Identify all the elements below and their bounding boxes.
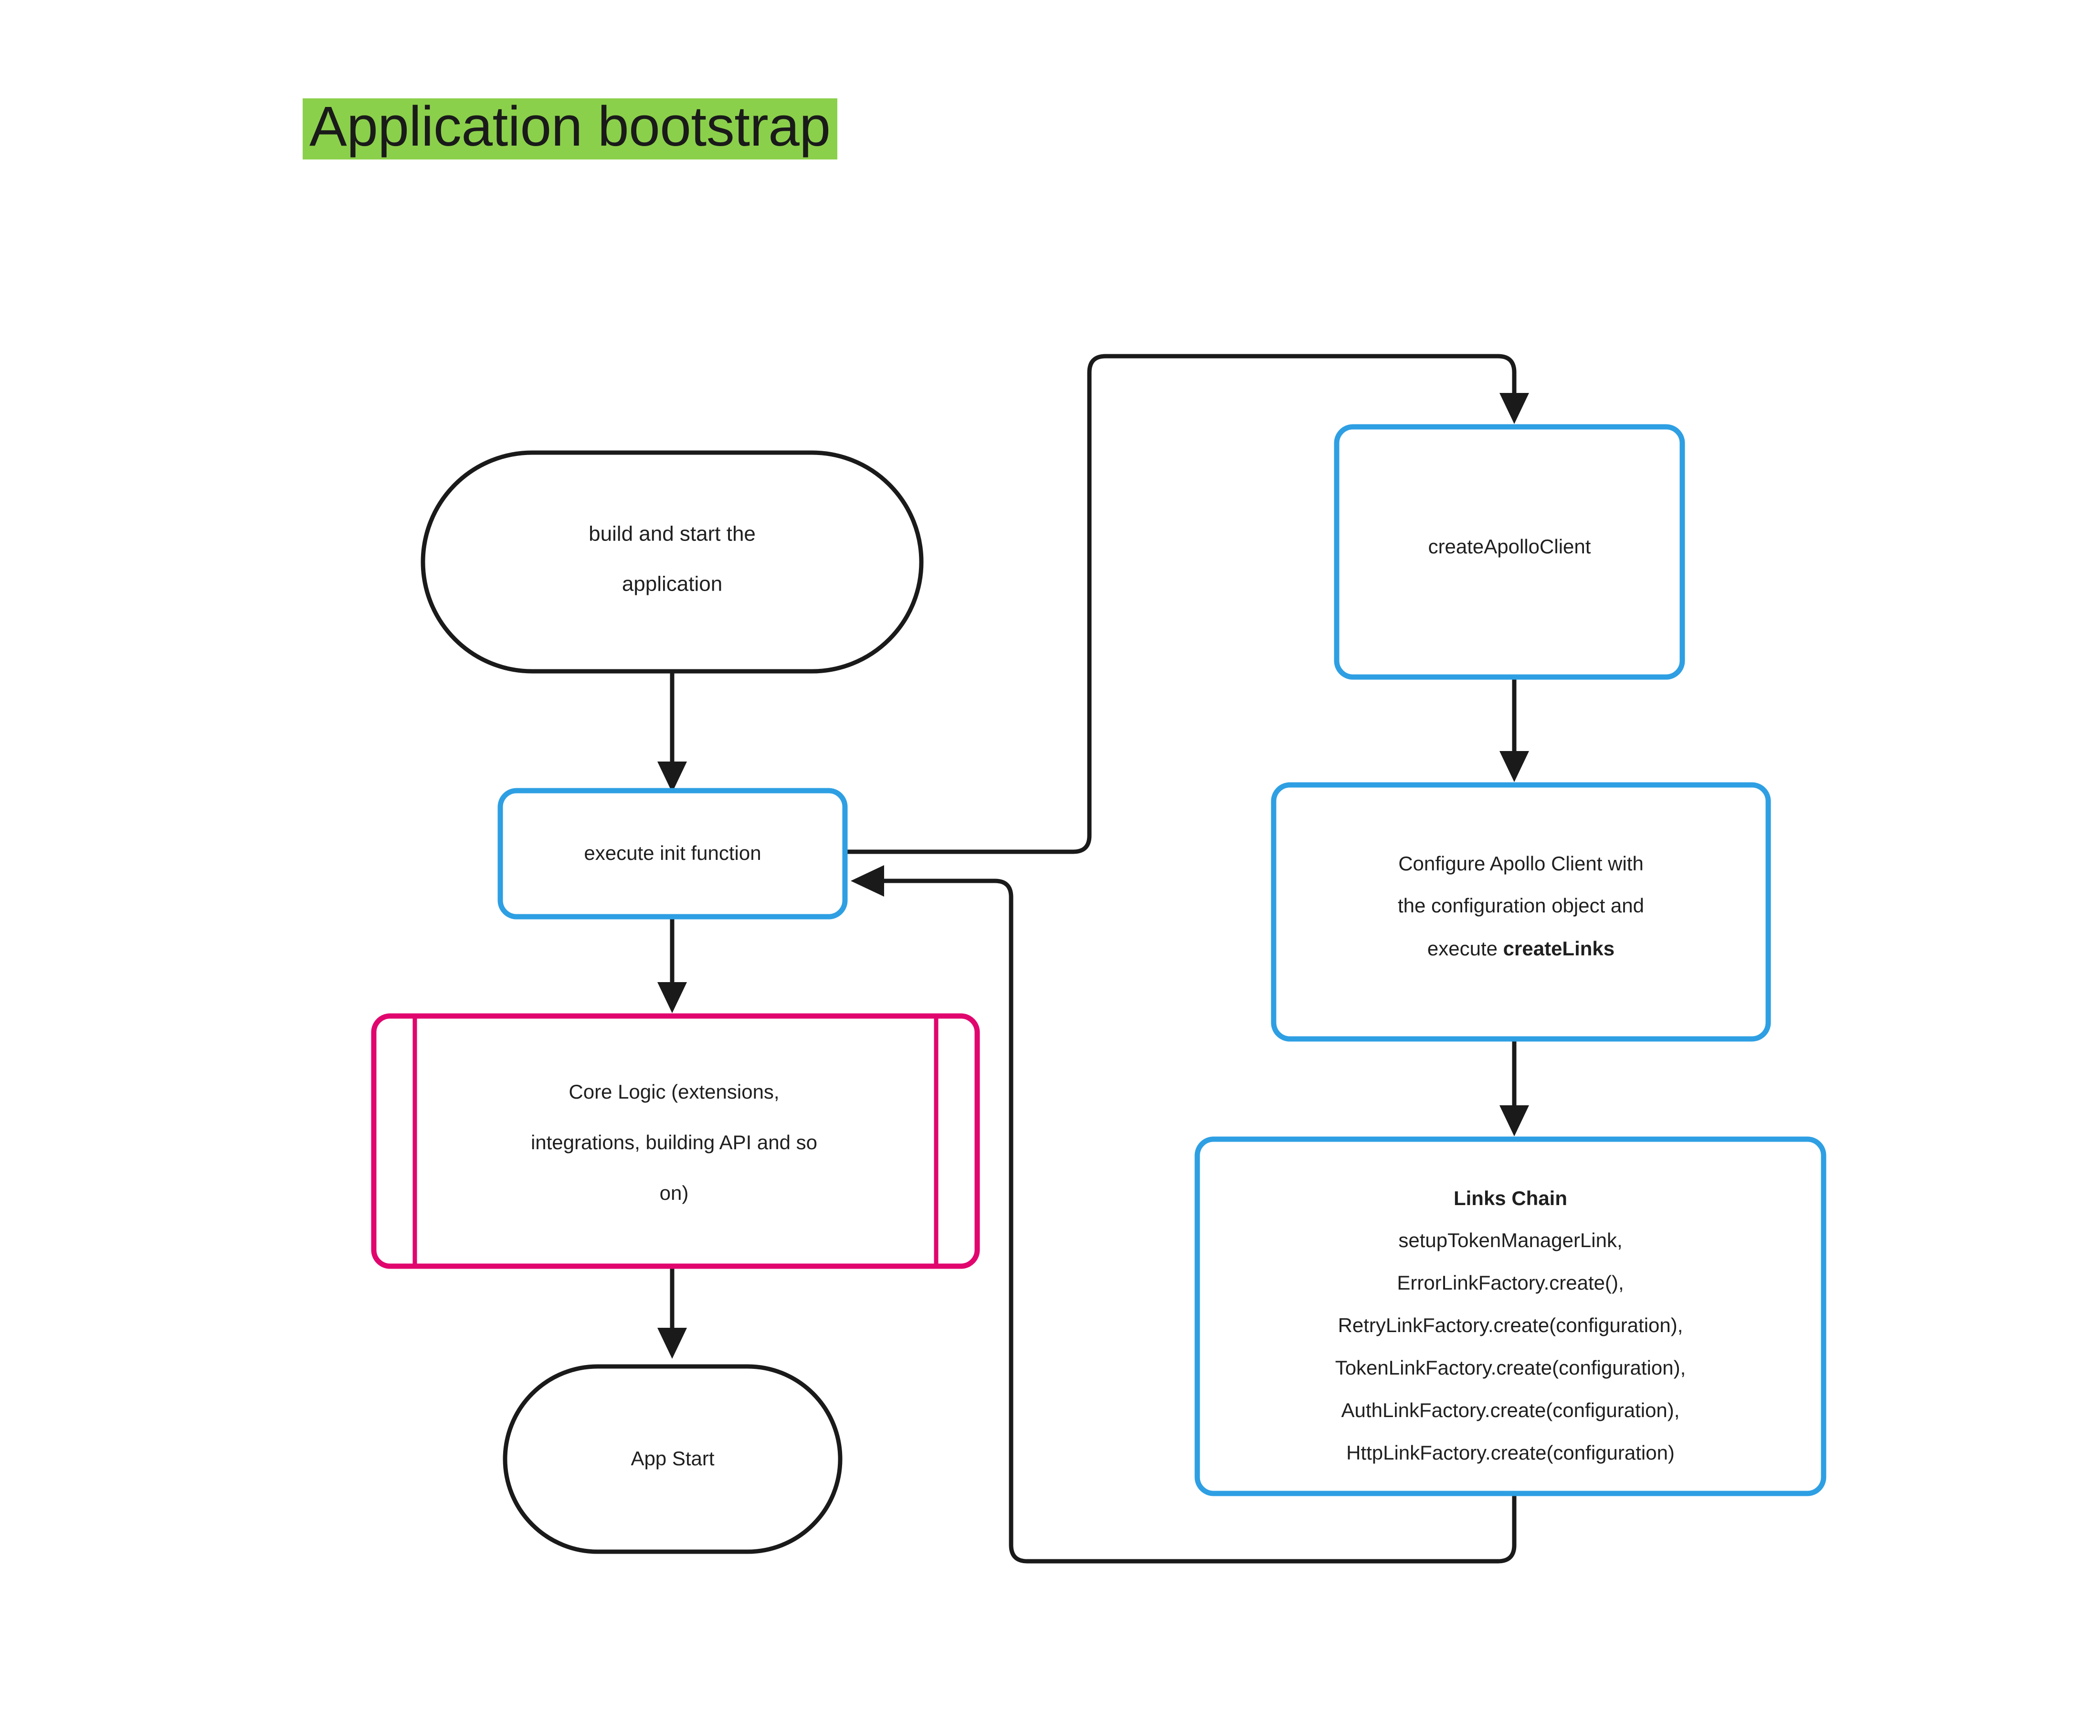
node-label-app-start: App Start xyxy=(631,1447,714,1470)
node-label-links-chain-line5: AuthLinkFactory.create(configuration), xyxy=(1341,1399,1680,1421)
node-configure-apollo-client[interactable]: Configure Apollo Client with the configu… xyxy=(1271,782,1771,1042)
node-label-configure-apollo-line3: execute createLinks xyxy=(1427,937,1615,960)
node-build-and-start-the-application[interactable]: build and start the application xyxy=(421,450,924,674)
diagram-title-banner: Application bootstrap xyxy=(303,98,837,159)
configure-apollo-line3-prefix: execute xyxy=(1427,937,1503,960)
node-label-execute-init: execute init function xyxy=(584,842,761,864)
edge-execute-init-to-create-apollo-client xyxy=(845,354,1529,854)
node-label-build-start-line1: build and start the xyxy=(589,522,756,546)
page-title: Application bootstrap xyxy=(309,95,831,158)
edge-configure-apollo-to-links-chain xyxy=(1499,1039,1529,1136)
node-label-core-logic-line2: integrations, building API and so xyxy=(531,1131,817,1154)
node-app-start[interactable]: App Start xyxy=(503,1364,843,1554)
node-label-links-chain-line4: TokenLinkFactory.create(configuration), xyxy=(1335,1356,1686,1379)
node-label-core-logic-line3: on) xyxy=(660,1182,689,1204)
node-label-links-chain-line3: RetryLinkFactory.create(configuration), xyxy=(1338,1314,1683,1336)
edge-links-chain-to-execute-init xyxy=(851,865,1517,1564)
node-label-configure-apollo-line1: Configure Apollo Client with xyxy=(1398,852,1644,875)
node-label-core-logic-line1: Core Logic (extensions, xyxy=(569,1080,779,1103)
node-label-links-chain-line1: setupTokenManagerLink, xyxy=(1398,1229,1622,1251)
configure-apollo-line3-bold: createLinks xyxy=(1503,937,1615,960)
node-core-logic[interactable]: Core Logic (extensions, integrations, bu… xyxy=(371,1013,980,1269)
node-label-links-chain-heading: Links Chain xyxy=(1454,1187,1567,1209)
node-label-create-apollo-client: createApolloClient xyxy=(1428,535,1591,558)
node-label-configure-apollo-line2: the configuration object and xyxy=(1398,894,1644,917)
edge-core-logic-to-app-start xyxy=(657,1266,687,1359)
edge-execute-init-to-core-logic xyxy=(657,917,687,1013)
node-execute-init-function[interactable]: execute init function xyxy=(497,788,848,920)
edge-build-start-to-execute-init xyxy=(657,671,687,793)
node-links-chain[interactable]: Links Chain setupTokenManagerLink, Error… xyxy=(1194,1136,1826,1496)
node-label-links-chain-line6: HttpLinkFactory.create(configuration) xyxy=(1346,1441,1675,1464)
edge-create-apollo-client-to-configure-apollo xyxy=(1499,677,1529,782)
node-label-build-start-line2: application xyxy=(622,572,722,596)
node-create-apollo-client[interactable]: createApolloClient xyxy=(1334,424,1685,680)
node-label-links-chain-line2: ErrorLinkFactory.create(), xyxy=(1397,1271,1624,1294)
